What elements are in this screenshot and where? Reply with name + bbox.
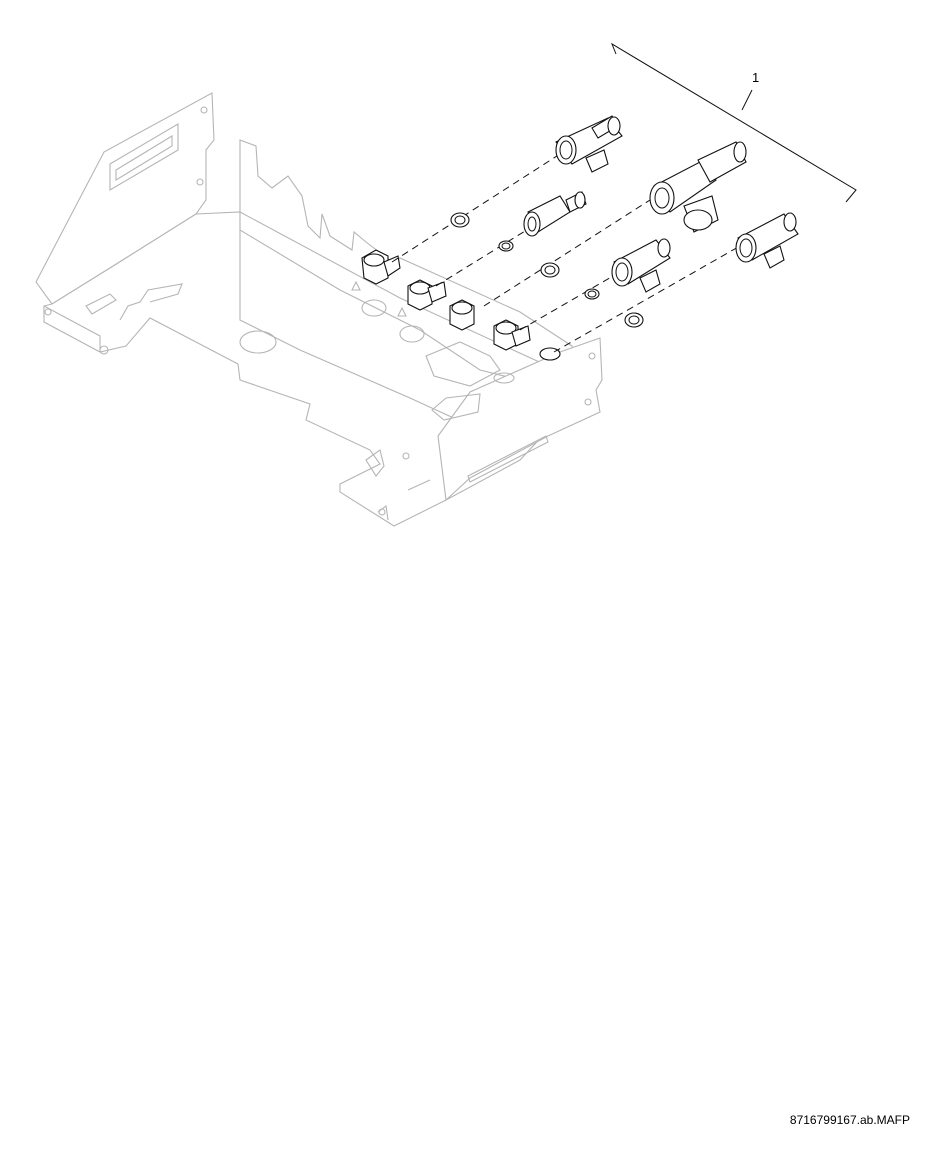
item-callout-1: 1 — [752, 70, 760, 85]
valve-top — [555, 115, 623, 173]
assembly-lines — [391, 153, 741, 353]
callout-bracket — [610, 42, 857, 203]
sealing-ring — [450, 212, 470, 228]
sealing-ring — [624, 312, 644, 328]
connection-stubs — [361, 249, 561, 361]
sealing-rings — [450, 212, 644, 328]
valve-right — [735, 212, 799, 269]
valve-middle — [611, 238, 671, 293]
sealing-ring — [584, 288, 600, 300]
connection-pipe — [523, 191, 587, 237]
sealing-ring — [498, 240, 514, 252]
drawing-code: 8716799167.ab.MAFP — [789, 1113, 910, 1127]
mounting-frame — [35, 92, 603, 527]
sealing-ring — [540, 262, 560, 278]
valve-tee — [649, 141, 747, 233]
